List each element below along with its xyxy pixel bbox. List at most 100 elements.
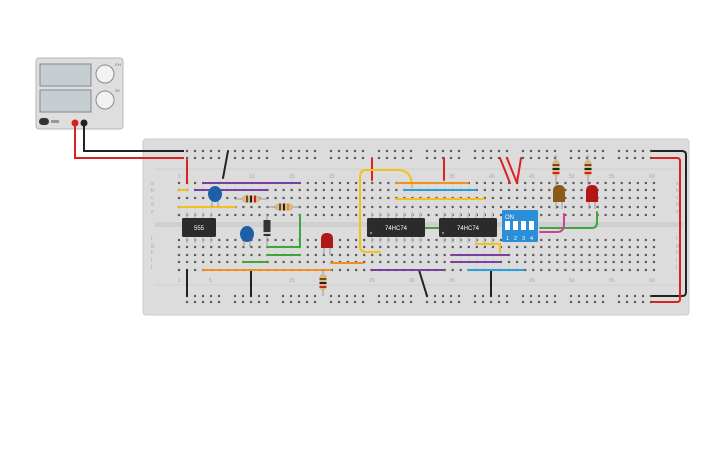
- chip-555[interactable]: 555: [182, 212, 216, 243]
- breadboard-hole[interactable]: [250, 213, 253, 217]
- breadboard-hole[interactable]: [210, 245, 213, 249]
- breadboard-hole[interactable]: [433, 300, 437, 304]
- breadboard-hole[interactable]: [249, 156, 253, 160]
- breadboard-hole[interactable]: [201, 294, 205, 298]
- breadboard-hole[interactable]: [443, 268, 446, 272]
- breadboard-hole[interactable]: [475, 245, 478, 249]
- breadboard-hole[interactable]: [433, 149, 437, 153]
- breadboard-hole[interactable]: [505, 149, 509, 153]
- breadboard-hole[interactable]: [524, 181, 527, 185]
- breadboard-hole[interactable]: [322, 260, 325, 264]
- breadboard-hole[interactable]: [427, 238, 430, 242]
- breadboard-hole[interactable]: [218, 245, 221, 249]
- breadboard-hole[interactable]: [330, 181, 334, 185]
- breadboard-hole[interactable]: [644, 260, 647, 264]
- negative-terminal[interactable]: [80, 119, 88, 127]
- breadboard-hole[interactable]: [330, 205, 334, 209]
- breadboard-hole[interactable]: [612, 196, 615, 200]
- resistor[interactable]: [552, 155, 560, 185]
- breadboard-hole[interactable]: [449, 149, 453, 153]
- breadboard-hole[interactable]: [177, 245, 181, 249]
- breadboard-hole[interactable]: [234, 238, 237, 242]
- breadboard-hole[interactable]: [393, 149, 397, 153]
- breadboard-hole[interactable]: [435, 245, 438, 249]
- breadboard-hole[interactable]: [473, 294, 477, 298]
- breadboard-hole[interactable]: [177, 260, 181, 264]
- wire-yellow[interactable]: [475, 243, 501, 253]
- breadboard-hole[interactable]: [314, 238, 317, 242]
- breadboard-hole[interactable]: [305, 294, 309, 298]
- breadboard-hole[interactable]: [580, 253, 583, 257]
- breadboard-hole[interactable]: [258, 253, 261, 257]
- breadboard-hole[interactable]: [403, 253, 406, 257]
- dip-toggle-4[interactable]: [529, 221, 534, 230]
- breadboard-hole[interactable]: [532, 188, 535, 192]
- breadboard-hole[interactable]: [201, 149, 205, 153]
- breadboard-hole[interactable]: [337, 149, 341, 153]
- breadboard-hole[interactable]: [449, 294, 453, 298]
- breadboard-hole[interactable]: [177, 253, 181, 257]
- breadboard-hole[interactable]: [385, 300, 389, 304]
- breadboard-hole[interactable]: [628, 196, 631, 200]
- breadboard-hole[interactable]: [298, 188, 301, 192]
- breadboard-hole[interactable]: [516, 188, 519, 192]
- breadboard-hole[interactable]: [266, 238, 269, 242]
- breadboard-hole[interactable]: [393, 300, 397, 304]
- breadboard-hole[interactable]: [314, 253, 317, 257]
- breadboard-hole[interactable]: [265, 294, 269, 298]
- breadboard-hole[interactable]: [409, 294, 413, 298]
- breadboard-hole[interactable]: [529, 294, 533, 298]
- breadboard-hole[interactable]: [620, 188, 623, 192]
- breadboard-hole[interactable]: [274, 196, 277, 200]
- breadboard-hole[interactable]: [322, 205, 325, 209]
- breadboard-hole[interactable]: [596, 181, 599, 185]
- breadboard-hole[interactable]: [548, 238, 551, 242]
- breadboard-hole[interactable]: [363, 253, 366, 257]
- breadboard-hole[interactable]: [401, 294, 405, 298]
- dip-switch[interactable]: ON 1 2 3 4: [502, 210, 538, 242]
- breadboard-hole[interactable]: [553, 149, 557, 153]
- breadboard-hole[interactable]: [620, 238, 623, 242]
- breadboard-hole[interactable]: [241, 156, 245, 160]
- dip-toggle-1[interactable]: [505, 221, 510, 230]
- breadboard-hole[interactable]: [540, 213, 543, 217]
- breadboard-hole[interactable]: [209, 156, 213, 160]
- breadboard-hole[interactable]: [282, 213, 285, 217]
- breadboard-hole[interactable]: [491, 245, 495, 249]
- breadboard-hole[interactable]: [305, 156, 309, 160]
- capacitor[interactable]: [240, 226, 254, 247]
- breadboard-hole[interactable]: [218, 213, 221, 217]
- breadboard-hole[interactable]: [419, 260, 422, 264]
- breadboard-hole[interactable]: [313, 300, 317, 304]
- breadboard-hole[interactable]: [297, 149, 301, 153]
- breadboard-hole[interactable]: [297, 300, 301, 304]
- breadboard-hole[interactable]: [234, 245, 237, 249]
- breadboard-wires[interactable]: [178, 150, 687, 303]
- breadboard-hole[interactable]: [425, 149, 429, 153]
- breadboard-hole[interactable]: [652, 205, 656, 209]
- breadboard-hole[interactable]: [395, 205, 398, 209]
- breadboard-hole[interactable]: [491, 205, 495, 209]
- breadboard-hole[interactable]: [644, 188, 647, 192]
- breadboard-hole[interactable]: [353, 300, 357, 304]
- breadboard-hole[interactable]: [636, 181, 639, 185]
- breadboard-hole[interactable]: [459, 268, 462, 272]
- breadboard-hole[interactable]: [620, 253, 623, 257]
- breadboard-hole[interactable]: [330, 188, 334, 192]
- breadboard-hole[interactable]: [537, 149, 541, 153]
- diode[interactable]: [263, 215, 271, 247]
- breadboard-hole[interactable]: [497, 300, 501, 304]
- breadboard-hole[interactable]: [218, 238, 221, 242]
- breadboard-hole[interactable]: [652, 268, 656, 272]
- breadboard-hole[interactable]: [427, 205, 430, 209]
- breadboard-hole[interactable]: [612, 181, 615, 185]
- breadboard-hole[interactable]: [577, 294, 581, 298]
- breadboard-hole[interactable]: [322, 188, 325, 192]
- breadboard-hole[interactable]: [499, 238, 503, 242]
- breadboard-hole[interactable]: [379, 260, 382, 264]
- breadboard-hole[interactable]: [593, 149, 597, 153]
- breadboard-hole[interactable]: [289, 294, 293, 298]
- breadboard-hole[interactable]: [652, 253, 656, 257]
- breadboard-hole[interactable]: [548, 188, 551, 192]
- breadboard-hole[interactable]: [596, 253, 599, 257]
